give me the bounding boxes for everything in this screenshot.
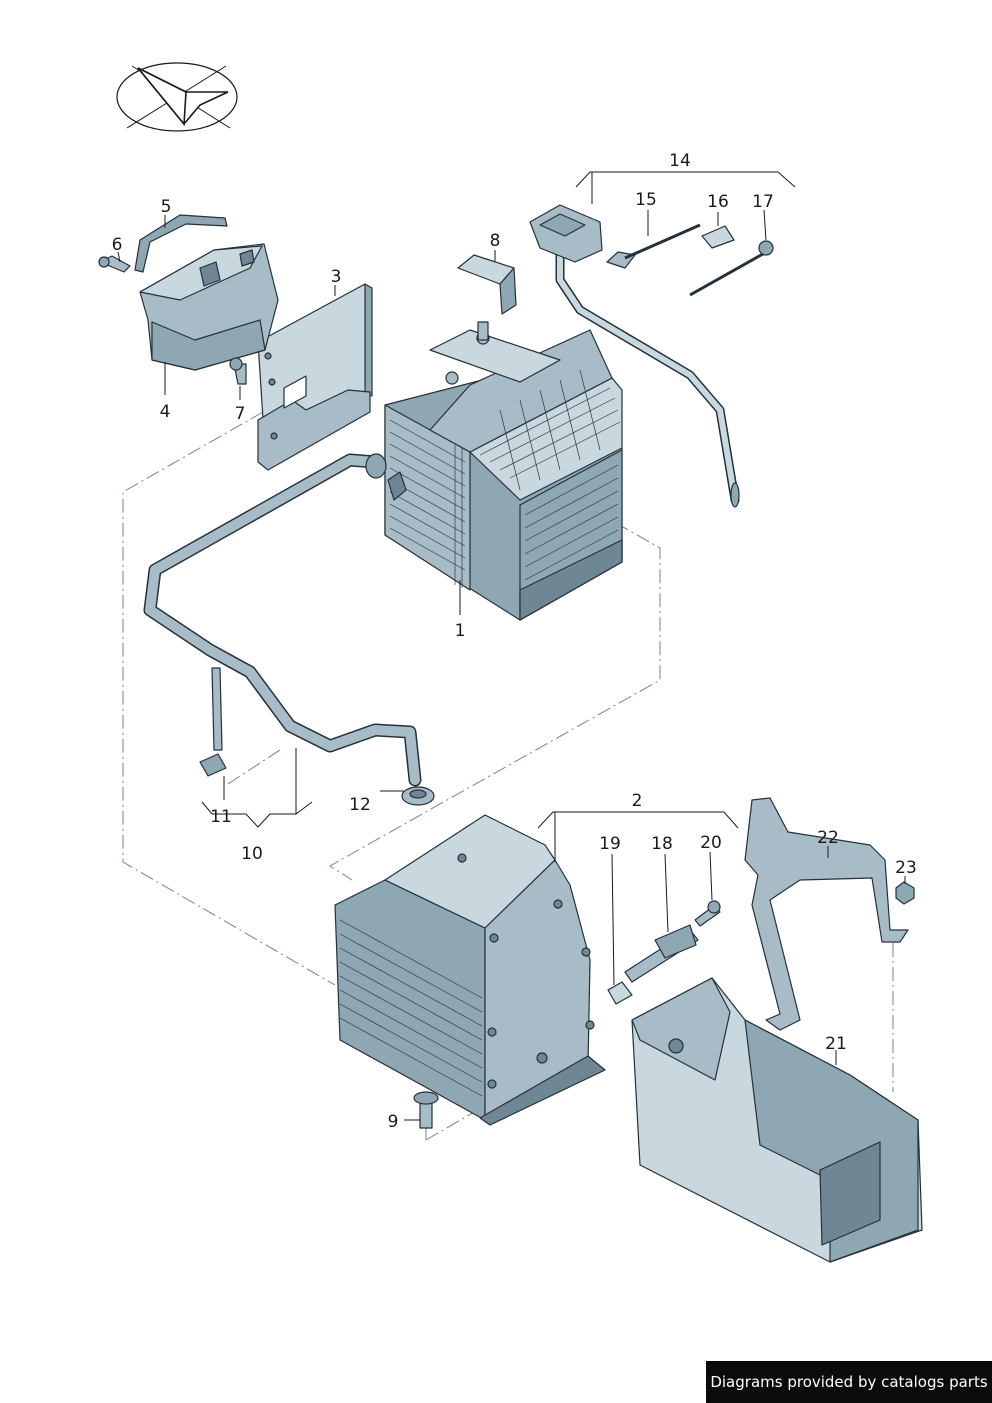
callout-12: 12 <box>349 795 371 815</box>
clamp <box>624 924 699 983</box>
callout-21: 21 <box>825 1034 847 1054</box>
credit-text: Diagrams provided by catalogs parts <box>710 1373 988 1391</box>
callout-18: 18 <box>651 834 673 854</box>
clip-16 <box>701 225 735 249</box>
callout-22: 22 <box>817 828 839 848</box>
callout-labels: 1 2 3 4 5 6 7 8 9 10 11 12 14 15 16 17 1… <box>112 151 917 1132</box>
hold-down-clip <box>134 214 228 273</box>
credit-banner: Diagrams provided by catalogs parts <box>706 1361 992 1403</box>
direction-arrow-icon <box>116 62 238 132</box>
tray-cover <box>631 977 923 1263</box>
callout-7: 7 <box>235 404 246 424</box>
sensor-wire <box>606 223 701 269</box>
callout-15: 15 <box>635 190 657 210</box>
callout-8: 8 <box>490 231 501 251</box>
callout-23: 23 <box>895 858 917 878</box>
callout-16: 16 <box>707 192 729 212</box>
bracket-plate <box>257 283 373 471</box>
callout-2: 2 <box>632 791 643 811</box>
ground-cable <box>529 204 740 508</box>
terminal-cover <box>457 254 517 315</box>
callout-9: 9 <box>388 1112 399 1132</box>
nut-19 <box>607 981 633 1005</box>
battery-tray <box>334 814 606 1126</box>
bolt-9 <box>413 1091 439 1129</box>
cable-tie-17 <box>689 240 774 297</box>
callout-17: 17 <box>752 192 774 212</box>
callout-1: 1 <box>455 621 466 641</box>
bolt-20 <box>694 900 721 927</box>
leader-lines <box>117 171 906 1121</box>
battery <box>384 321 623 621</box>
cable-tie <box>199 667 227 777</box>
grommet <box>401 786 435 806</box>
vent-hose <box>143 453 422 787</box>
callout-20: 20 <box>700 833 722 853</box>
callout-10: 10 <box>241 844 263 864</box>
callout-5: 5 <box>161 197 172 217</box>
callout-19: 19 <box>599 834 621 854</box>
nut-23 <box>895 881 915 905</box>
callout-11: 11 <box>210 807 232 827</box>
bolt-6 <box>98 255 131 273</box>
battery-cover <box>139 243 279 371</box>
callout-3: 3 <box>331 267 342 287</box>
mounting-bracket <box>744 797 909 1031</box>
bolt-7 <box>229 357 247 385</box>
callout-6: 6 <box>112 235 123 255</box>
callout-14: 14 <box>669 151 691 171</box>
callout-4: 4 <box>160 402 171 422</box>
